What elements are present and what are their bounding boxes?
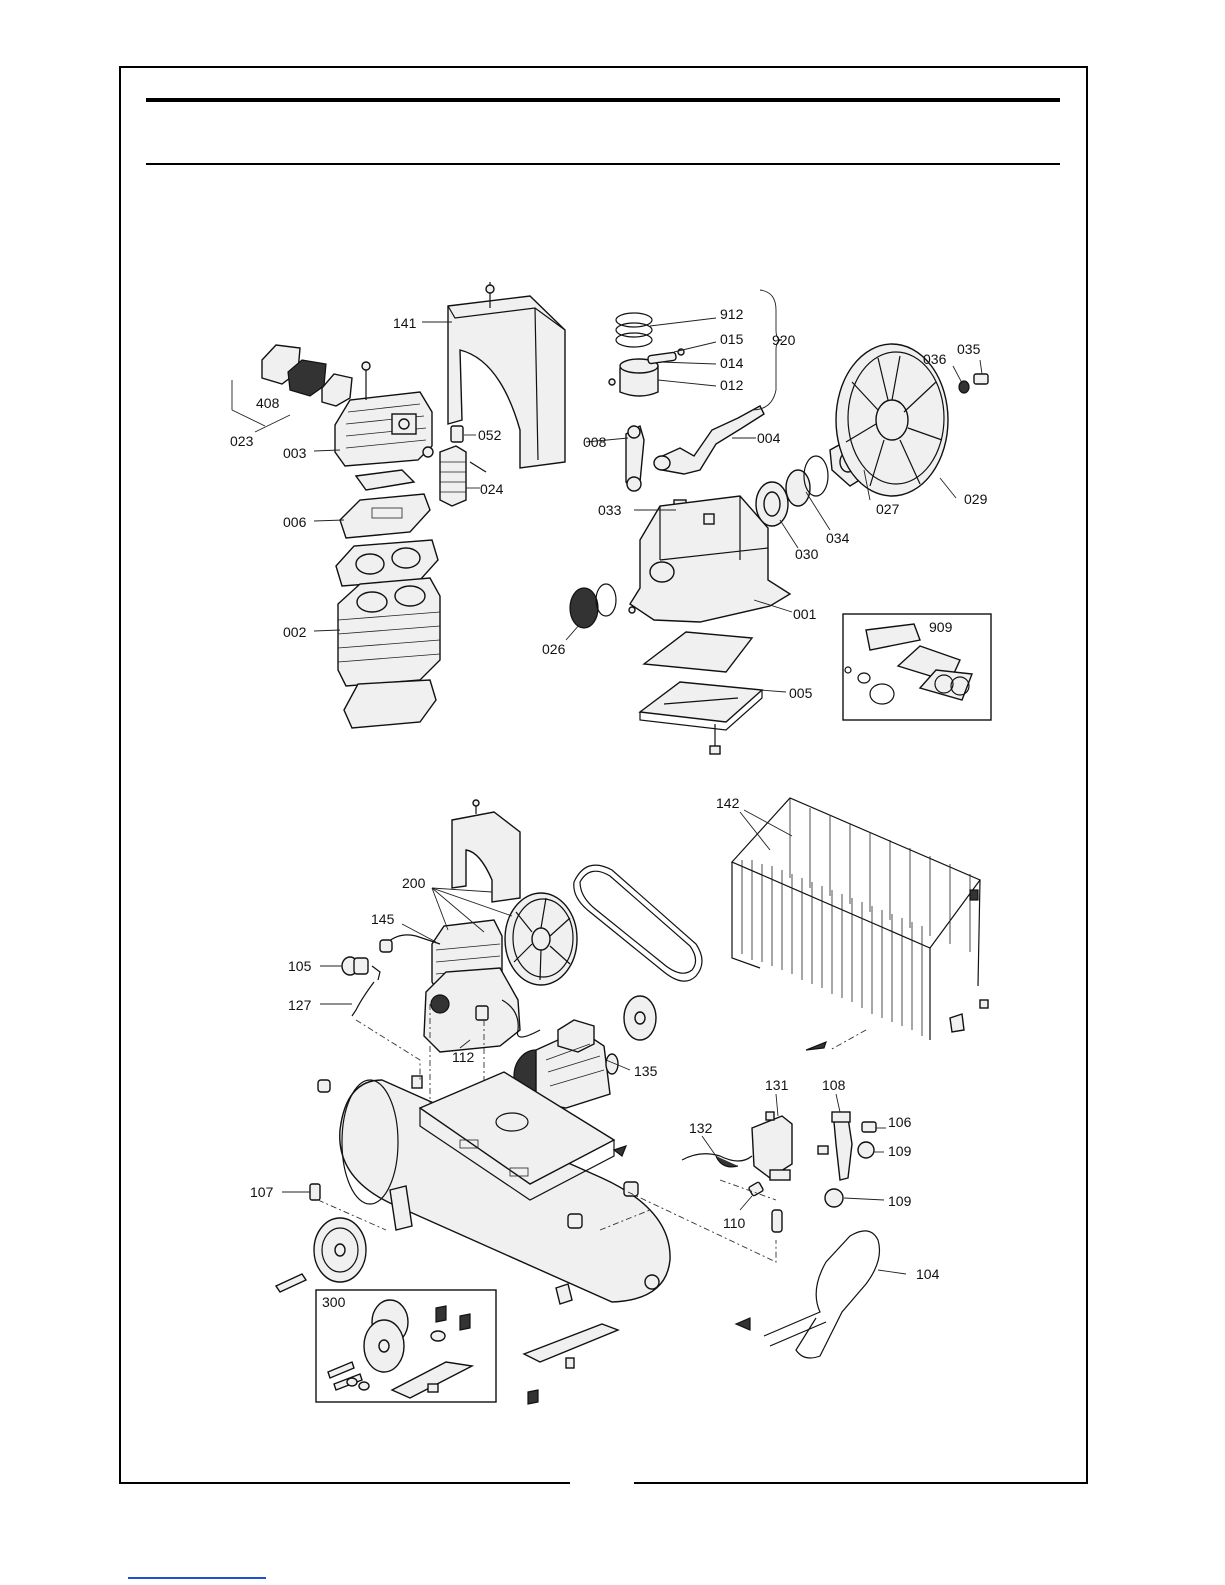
label-408: 408 <box>256 395 280 411</box>
label-036: 036 <box>923 351 947 367</box>
part-109-gauge-upper <box>858 1142 874 1158</box>
part-034-seal <box>786 456 828 506</box>
label-033: 033 <box>598 502 622 518</box>
part-142-guard-cage <box>732 798 988 1050</box>
label-200: 200 <box>402 875 426 891</box>
label-112: 112 <box>452 1049 475 1065</box>
belt-guard-small <box>452 800 520 902</box>
label-035: 035 <box>957 341 981 357</box>
part-112-pipe <box>476 1006 488 1020</box>
part-110-safety-valve <box>748 1182 763 1197</box>
part-036-washer <box>959 381 969 393</box>
label-110: 110 <box>723 1215 746 1231</box>
label-105: 105 <box>288 958 312 974</box>
label-107: 107 <box>250 1184 274 1200</box>
part-131-pressure-switch <box>752 1112 792 1180</box>
label-920: 920 <box>772 332 796 348</box>
part-145-delivery-pipe <box>380 935 440 952</box>
label-142: 142 <box>716 795 740 811</box>
part-912-piston-rings <box>616 313 652 347</box>
drive-belt <box>574 865 702 981</box>
label-135: 135 <box>634 1063 658 1079</box>
label-109-lower: 109 <box>888 1193 912 1209</box>
label-029: 029 <box>964 491 988 507</box>
label-127: 127 <box>288 997 312 1013</box>
label-106: 106 <box>888 1114 912 1130</box>
part-026-oil-sight-glass <box>570 584 616 628</box>
part-030-bearing <box>756 482 788 526</box>
pump-exploded-view: 141 912 015 014 012 920 036 035 408 023 … <box>230 282 991 754</box>
label-912: 912 <box>720 306 744 322</box>
part-023-air-filter <box>232 345 352 432</box>
compressor-assembly-view: 142 200 145 105 127 112 135 131 108 106 … <box>250 795 988 1404</box>
tank-nipple <box>772 1210 782 1232</box>
label-104: 104 <box>916 1266 940 1282</box>
wheel <box>276 1218 366 1292</box>
label-109-upper: 109 <box>888 1143 912 1159</box>
part-024-outlet-fins <box>423 446 486 506</box>
label-014: 014 <box>720 355 744 371</box>
label-024: 024 <box>480 481 504 497</box>
label-108: 108 <box>822 1077 846 1093</box>
part-108-filter-regulator <box>818 1112 852 1180</box>
label-015: 015 <box>720 331 744 347</box>
label-034: 034 <box>826 530 850 546</box>
part-106-fitting <box>862 1122 876 1132</box>
label-131: 131 <box>765 1077 789 1093</box>
label-006: 006 <box>283 514 307 530</box>
tank-feet <box>524 1284 618 1404</box>
label-145: 145 <box>371 911 395 927</box>
part-006-valve-plate <box>340 494 430 538</box>
pump-pulley <box>505 893 577 985</box>
part-035-bolt <box>974 374 988 384</box>
label-132: 132 <box>689 1120 713 1136</box>
label-012: 012 <box>720 377 744 393</box>
part-105-check-valve <box>342 957 380 980</box>
label-008: 008 <box>583 434 607 450</box>
label-052: 052 <box>478 427 502 443</box>
label-030: 030 <box>795 546 819 562</box>
head-gasket <box>356 470 414 490</box>
part-909-gasket-kit <box>843 614 991 720</box>
part-127-unloader-tube <box>352 982 374 1016</box>
part-012-piston <box>609 349 684 396</box>
label-909: 909 <box>929 619 953 635</box>
part-004-crankshaft <box>654 406 764 474</box>
part-109-gauge-lower <box>825 1189 843 1207</box>
label-002: 002 <box>283 624 307 640</box>
part-002-cylinder <box>338 578 440 686</box>
label-023: 023 <box>230 433 254 449</box>
label-027: 027 <box>876 501 900 517</box>
part-005-sump-cover <box>640 632 762 754</box>
label-003: 003 <box>283 445 307 461</box>
motor-pulley <box>624 996 656 1040</box>
part-052-valve <box>451 426 463 442</box>
label-141: 141 <box>393 315 417 331</box>
label-005: 005 <box>789 685 813 701</box>
part-008-connecting-rod <box>626 426 644 491</box>
part-104-handle <box>736 1231 880 1358</box>
label-004: 004 <box>757 430 781 446</box>
label-026: 026 <box>542 641 566 657</box>
part-107-drain-valve <box>310 1184 320 1200</box>
label-300: 300 <box>322 1294 346 1310</box>
part-132-power-cable <box>682 1154 752 1167</box>
part-141-belt-guard <box>448 282 565 468</box>
label-001: 001 <box>793 606 817 622</box>
base-gasket <box>344 680 436 728</box>
